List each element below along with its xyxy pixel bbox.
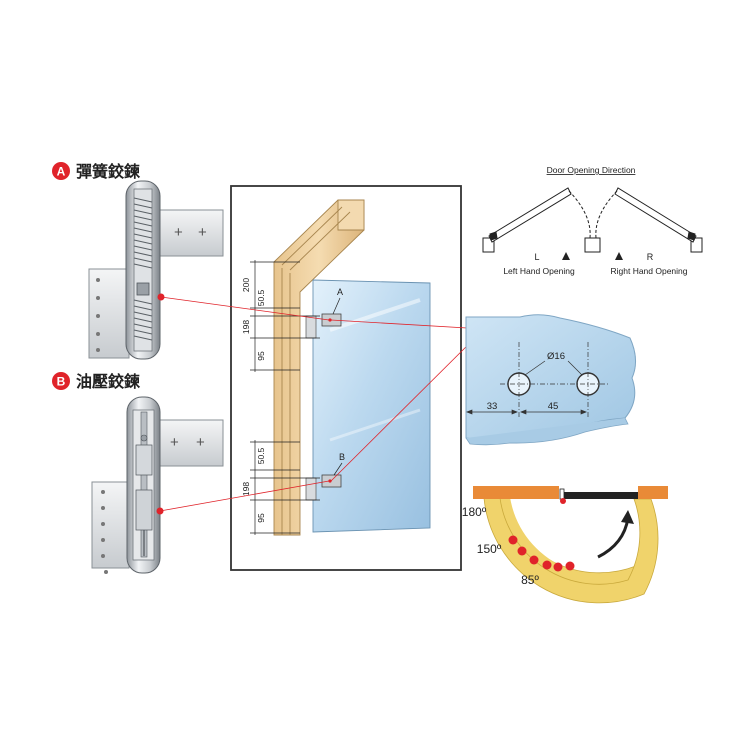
angle-dot [542, 560, 552, 570]
connector-lines [159, 296, 485, 512]
glass-door [312, 279, 431, 533]
dim-spacing-45: 45 [548, 401, 559, 412]
center-jamb [584, 237, 601, 253]
dim-top-198: 198 [241, 320, 251, 334]
svg-text:+: + [170, 434, 179, 451]
point-a-label: A [337, 287, 343, 297]
spring-hinge-image: + + [88, 180, 224, 360]
door-diagram-panel: A B 200 50.5 198 95 50.5 198 95 [230, 185, 462, 571]
point-b-label: B [339, 452, 345, 462]
badge-b [52, 372, 70, 390]
svg-text:+: + [174, 224, 183, 241]
door-leaf [563, 492, 638, 499]
dim-bottom-50-5: 50.5 [256, 447, 266, 464]
hydraulic-hinge-image: + + [91, 396, 224, 574]
glass-piece-detail: Ø16 33 45 [465, 314, 636, 446]
angle-dot [517, 546, 527, 556]
connector-dot-b [156, 507, 164, 515]
svg-text:+: + [198, 224, 207, 241]
dim-bottom-95: 95 [256, 513, 266, 523]
dimension-lines-top [250, 260, 320, 372]
frame-right [638, 486, 668, 499]
connector-dot-a [157, 293, 165, 301]
angle-label-180: 180º [462, 505, 487, 519]
hinge-a-title: 彈簧鉸鍊 [76, 162, 141, 181]
left-letter: L [534, 252, 539, 262]
door-opening-direction: Door Opening Direction L R Left Hand Ope… [482, 165, 703, 276]
hinge-b-title: 油壓鉸鍊 [76, 372, 141, 391]
right-arrow-icon [615, 252, 623, 260]
opening-direction-title: Door Opening Direction [547, 165, 636, 175]
angle-dot [508, 535, 518, 545]
wood-frame [273, 199, 365, 536]
right-hand-label: Right Hand Opening [610, 266, 687, 276]
right-letter: R [647, 252, 654, 262]
dimension-lines-bottom [250, 440, 320, 535]
badge-b-letter: B [57, 375, 66, 389]
left-door-symbol [482, 187, 591, 253]
left-arrow-icon [562, 252, 570, 260]
angle-arc-band-full [483, 497, 659, 604]
left-hand-label: Left Hand Opening [503, 266, 575, 276]
badge-a-letter: A [57, 165, 66, 179]
dim-top-50-5: 50.5 [256, 289, 266, 306]
dim-edge-33: 33 [487, 401, 498, 412]
dim-top-200: 200 [241, 278, 251, 292]
right-door-symbol [595, 187, 703, 253]
badge-a [52, 162, 70, 180]
svg-text:+: + [196, 434, 205, 451]
dim-top-95: 95 [256, 351, 266, 361]
angle-dot [529, 555, 539, 565]
angle-dot [553, 562, 563, 572]
angle-dot [565, 561, 575, 571]
hinge-b-section: B 油壓鉸鍊 + + [52, 372, 224, 574]
frame-left [473, 486, 559, 499]
hole-diameter-label: Ø16 [547, 351, 565, 362]
angle-label-150: 150º [477, 542, 502, 556]
rotation-arrow-icon [597, 517, 630, 559]
hinge-a-section: A 彈簧鉸鍊 + + [52, 162, 224, 360]
opening-angle-diagram: 180º 150º 85º [462, 486, 668, 604]
angle-label-85: 85º [521, 573, 539, 587]
dim-bottom-198: 198 [241, 482, 251, 496]
